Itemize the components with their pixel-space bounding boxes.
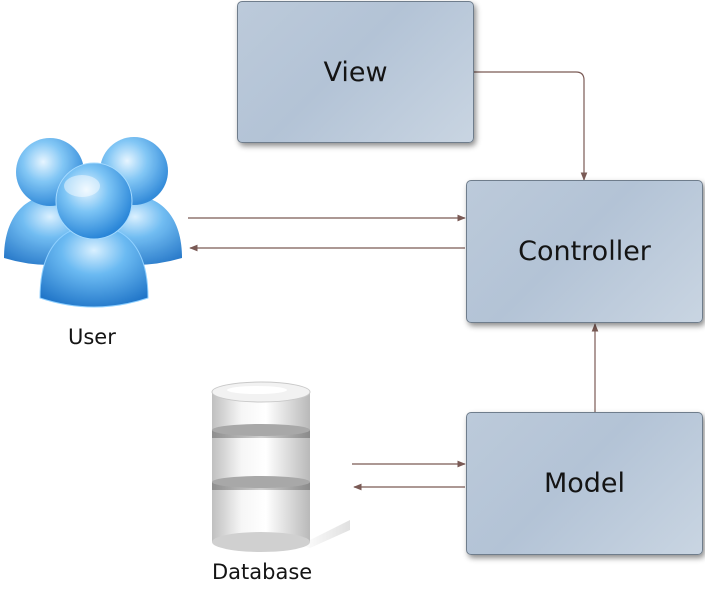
view-box: View — [237, 1, 474, 143]
controller-label: Controller — [518, 236, 651, 267]
model-box: Model — [466, 412, 703, 555]
database-label: Database — [212, 560, 313, 584]
controller-box: Controller — [466, 180, 703, 323]
view-label: View — [323, 56, 388, 88]
model-label: Model — [543, 468, 626, 499]
user-label: User — [68, 325, 116, 349]
arrow-view-to-controller — [474, 71, 588, 181]
